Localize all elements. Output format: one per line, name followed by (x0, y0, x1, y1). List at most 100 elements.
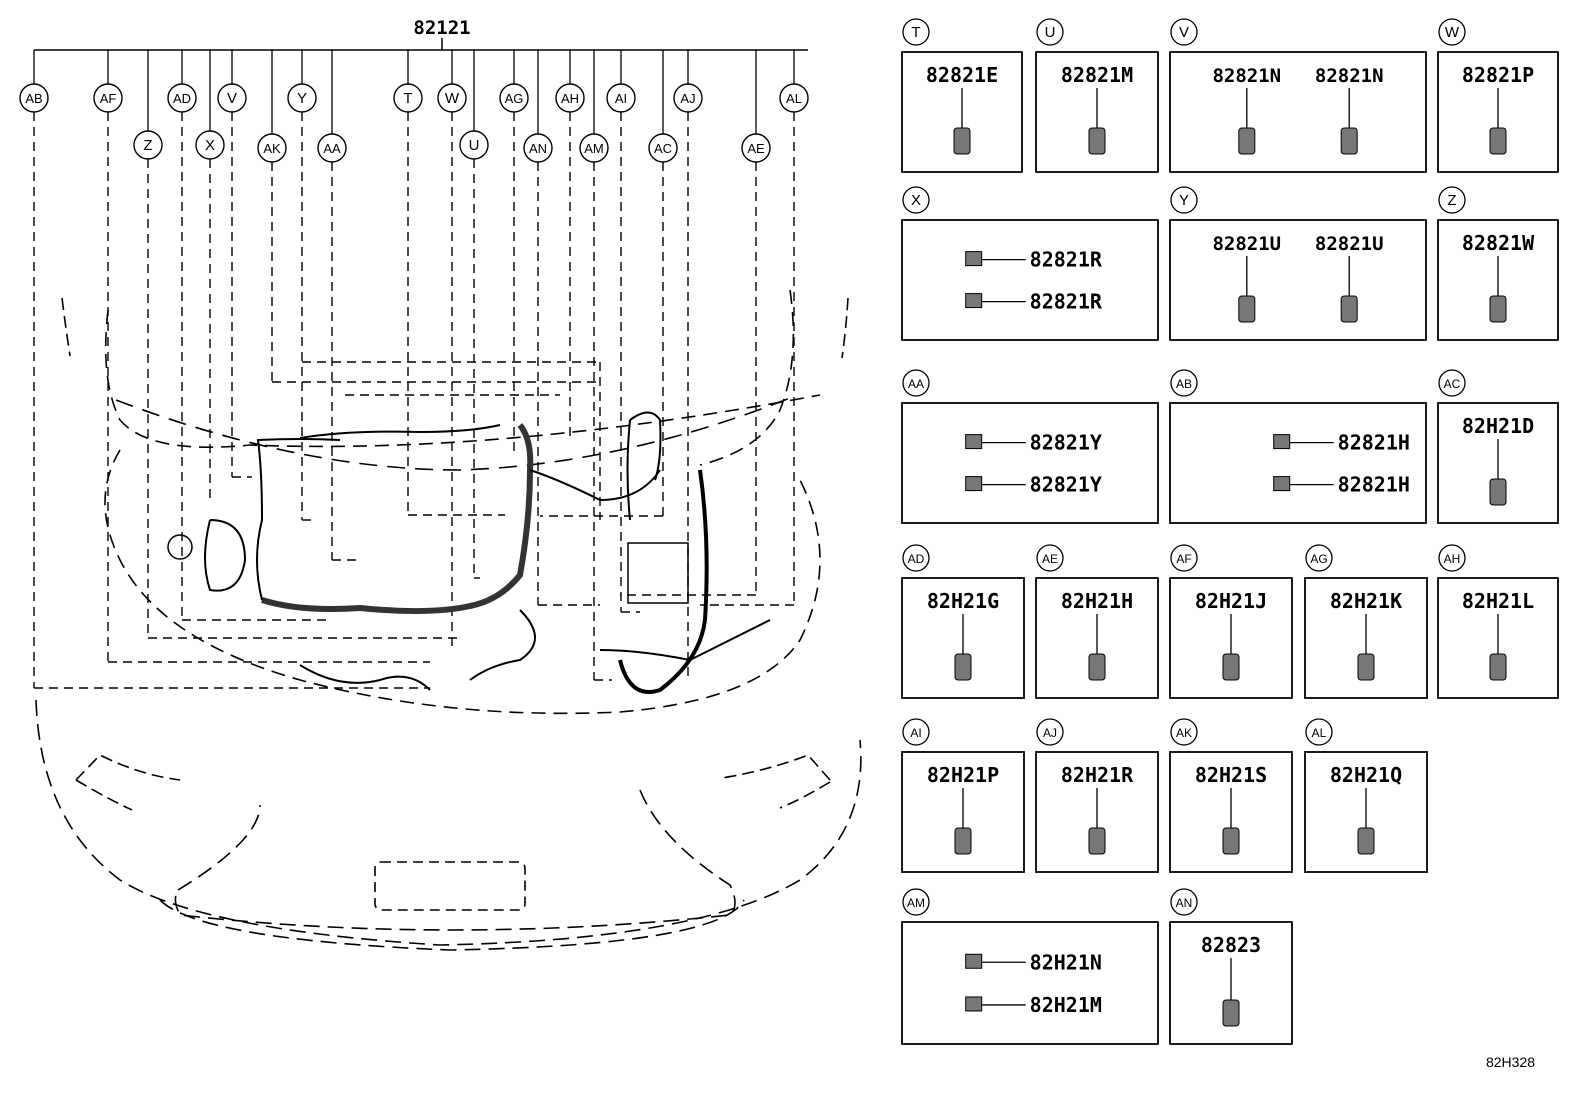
part-number-label: 82H21H (1061, 589, 1133, 613)
callout-label-y: Y (297, 90, 307, 107)
part-frame (901, 402, 1159, 524)
connector-icon (1489, 127, 1507, 155)
part-letter-circle (1170, 18, 1198, 46)
part-letter: AD (908, 552, 925, 566)
part-number-label: 82821H (1338, 473, 1410, 497)
part-number-label: 82H21M (1030, 993, 1102, 1017)
connector-icon (965, 996, 983, 1012)
part-box-ae: AE 82H21H (1035, 544, 1159, 699)
part-letter: AN (1176, 896, 1193, 910)
part-frame (1169, 921, 1293, 1045)
connector-icon (1273, 434, 1291, 450)
part-letter: AM (907, 896, 925, 910)
callout-label-am: AM (584, 141, 604, 156)
part-number-label: 82H21J (1195, 589, 1267, 613)
part-number-label: 82H21S (1195, 763, 1267, 787)
part-frame (901, 751, 1025, 873)
harness-right-tower (626, 411, 662, 521)
part-number-label: 82821R (1030, 290, 1103, 314)
part-number-label: 82821P (1462, 63, 1534, 87)
hood-left-edge (61, 297, 71, 357)
fender-left (104, 309, 821, 448)
part-letter-circle (1036, 18, 1064, 46)
part-letter: AA (908, 377, 924, 391)
connector-icon (1357, 827, 1375, 855)
part-letter: AK (1176, 726, 1192, 740)
part-letter: AE (1042, 552, 1058, 566)
connector-icon (1340, 127, 1358, 155)
part-letter: Z (1447, 192, 1456, 209)
part-letter: W (1445, 24, 1460, 41)
harness-coil-left (204, 519, 247, 592)
grille-outline (174, 789, 736, 931)
connector-icon (1222, 827, 1240, 855)
part-frame (1437, 51, 1559, 173)
connector-icon (965, 293, 983, 309)
figure-code: 82H328 (1486, 1054, 1535, 1070)
harness-right-down (618, 469, 709, 694)
headlamp-right (721, 754, 831, 809)
part-letter-circle (902, 18, 930, 46)
part-frame (901, 577, 1025, 699)
part-frame (1437, 577, 1559, 699)
connector-icon (1222, 999, 1240, 1027)
callout-label-ai: AI (615, 91, 627, 106)
part-box-ad: AD 82H21G (901, 544, 1025, 699)
part-number-label: 82H21G (927, 589, 999, 613)
part-number-label: 82H21D (1462, 414, 1534, 438)
part-frame (1304, 577, 1428, 699)
part-number-label: 82821U (1212, 233, 1281, 255)
part-letter: AH (1444, 552, 1461, 566)
part-letter: X (911, 192, 921, 209)
part-box-w: W 82821P (1437, 18, 1559, 173)
part-frame (901, 219, 1159, 341)
part-letter: T (911, 24, 920, 41)
connector-icon (965, 476, 983, 492)
part-number-label: 82821Y (1030, 473, 1102, 497)
callout-label-x: X (205, 137, 215, 154)
fender-right (699, 289, 795, 466)
harness-lower-right (599, 619, 771, 662)
part-frame (1169, 219, 1427, 341)
part-number-label: 82H21L (1462, 589, 1534, 613)
callout-label-an: AN (529, 141, 547, 156)
callout-label-ae: AE (747, 141, 765, 156)
part-box-aj: AJ 82H21R (1035, 718, 1159, 873)
callout-label-ah: AH (561, 91, 579, 106)
connector-icon (1489, 653, 1507, 681)
part-letter-circle (1036, 544, 1064, 572)
part-letter-circle (1170, 186, 1198, 214)
part-number-label: 82H21P (927, 763, 999, 787)
connector-icon (965, 953, 983, 969)
connector-icon (1088, 653, 1106, 681)
connector-icon (1088, 827, 1106, 855)
part-number-label: 82H21R (1061, 763, 1134, 787)
part-frame (1035, 577, 1159, 699)
connector-icon (965, 251, 983, 267)
part-letter-circle (1438, 544, 1466, 572)
ecu-box (627, 542, 689, 604)
part-frame (1035, 51, 1159, 173)
callout-label-aj: AJ (680, 91, 695, 106)
part-letter-circle (1036, 718, 1064, 746)
part-letter: AG (1310, 552, 1327, 566)
part-frame (1304, 751, 1428, 873)
callout-label-af: AF (100, 91, 117, 106)
windshield-edge (115, 397, 791, 471)
wire-harness (167, 411, 771, 694)
connector-icon (1088, 127, 1106, 155)
part-letter: AJ (1043, 726, 1057, 740)
part-number-label: 82821N (1212, 65, 1281, 87)
connector-icon (1238, 295, 1256, 323)
